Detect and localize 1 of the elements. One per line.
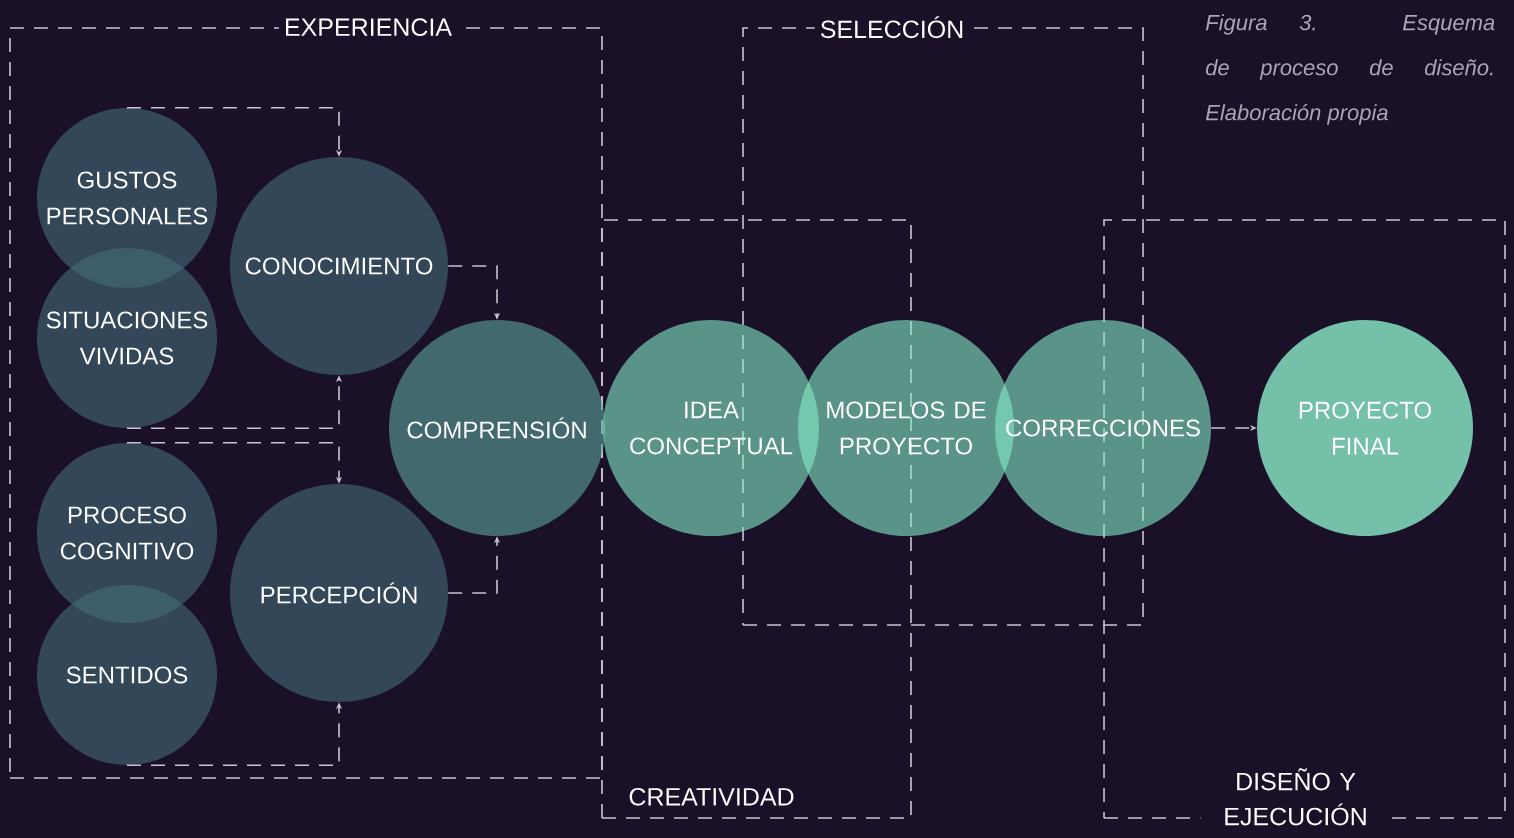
caption: Figura 3. Esquema de proceso de diseño. Elaboración propia <box>1205 14 1495 125</box>
